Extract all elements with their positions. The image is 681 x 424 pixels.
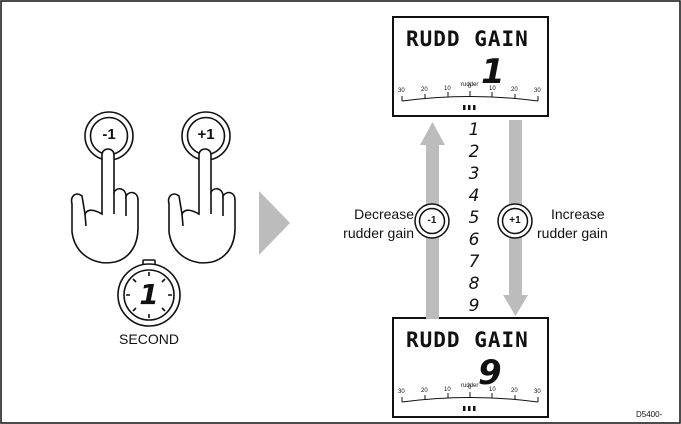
display-top: [392, 16, 549, 117]
increase-button-label: +1: [509, 215, 521, 226]
timer-label: SECOND: [119, 331, 179, 347]
display-bottom-scale-caption: rudder: [461, 383, 479, 389]
display-top-scale-caption: rudder: [461, 82, 479, 88]
figure-code: D5400-: [636, 410, 663, 419]
plus-button-label: +1: [197, 126, 215, 143]
gain-step: 2: [468, 142, 480, 162]
decrease-caption: Decrease rudder gain: [318, 205, 414, 243]
increase-caption-line1: Increase: [551, 206, 605, 222]
gain-step: 6: [468, 230, 480, 250]
display-bottom-tick: 30: [398, 389, 405, 395]
display-bottom-title: RUDD GAIN: [406, 328, 529, 352]
display-top-tick: 0: [468, 84, 472, 90]
gain-step: 8: [468, 274, 480, 294]
increase-caption-line2: rudder gain: [537, 225, 608, 241]
increase-caption: Increase rudder gain: [537, 205, 637, 243]
timer-value: 1: [139, 278, 159, 311]
gain-step: 4: [468, 186, 480, 206]
gain-step: 3: [468, 164, 480, 184]
display-bottom-tick: 0: [468, 385, 472, 391]
gain-step: 5: [468, 208, 480, 228]
right-hand-icon: [167, 111, 236, 264]
decrease-caption-line2: rudder gain: [343, 225, 414, 241]
display-top-tick: 10: [444, 86, 451, 92]
display-bottom-tick: 30: [534, 389, 541, 395]
display-top-tick: 30: [534, 88, 541, 94]
display-top-tick: 20: [421, 87, 428, 93]
minus-button-label: -1: [102, 126, 116, 143]
display-bottom-tick: 20: [511, 388, 518, 394]
gain-step: 9: [468, 296, 480, 316]
decrease-button-label: -1: [427, 215, 437, 226]
display-top-tick: 20: [511, 87, 518, 93]
increase-button-icon: [497, 203, 533, 239]
left-hand-icon: [70, 111, 139, 264]
decrease-caption-line1: Decrease: [354, 206, 414, 222]
display-bottom-tick: 10: [489, 387, 496, 393]
display-top-tick: 30: [398, 88, 405, 94]
flow-arrow-icon: [259, 191, 290, 255]
display-top-title: RUDD GAIN: [406, 27, 529, 51]
stopwatch-icon: [117, 259, 181, 327]
gain-step: 1: [468, 120, 480, 140]
display-bottom-tick: 20: [421, 388, 428, 394]
display-bottom: [392, 317, 549, 418]
gain-step: 7: [468, 252, 480, 272]
decrease-button-icon: [414, 203, 450, 239]
display-top-tick: 10: [489, 86, 496, 92]
display-bottom-value: 9: [478, 353, 502, 393]
display-top-value: 1: [481, 52, 505, 92]
display-bottom-tick: 10: [444, 387, 451, 393]
